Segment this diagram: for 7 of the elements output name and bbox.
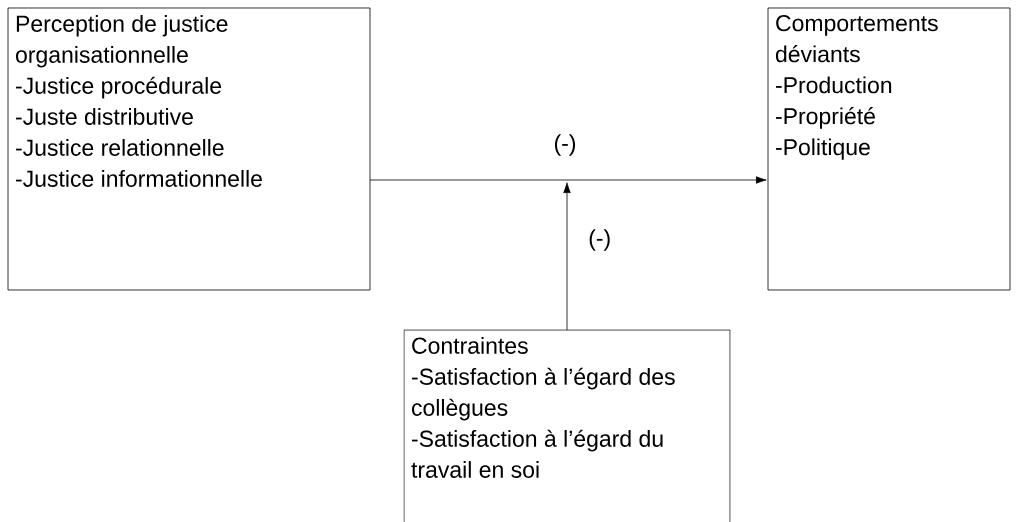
arrow <box>369 176 767 184</box>
concept-box: Perception de justice organisationnelle -Justice procédurale -Juste distributive -Justice relationnelle -Justice informationnelle <box>7 7 371 291</box>
concept-box: Contraintes -Satisfaction à l’égard des collègues -Satisfaction à l’égard du travail en soi <box>403 329 731 522</box>
edge-label: (-) <box>589 229 610 251</box>
concept-box: Comportements déviants -Production -Propriété -Politique <box>767 7 1011 291</box>
arrow <box>563 182 571 331</box>
edge-label: (-) <box>554 134 576 156</box>
